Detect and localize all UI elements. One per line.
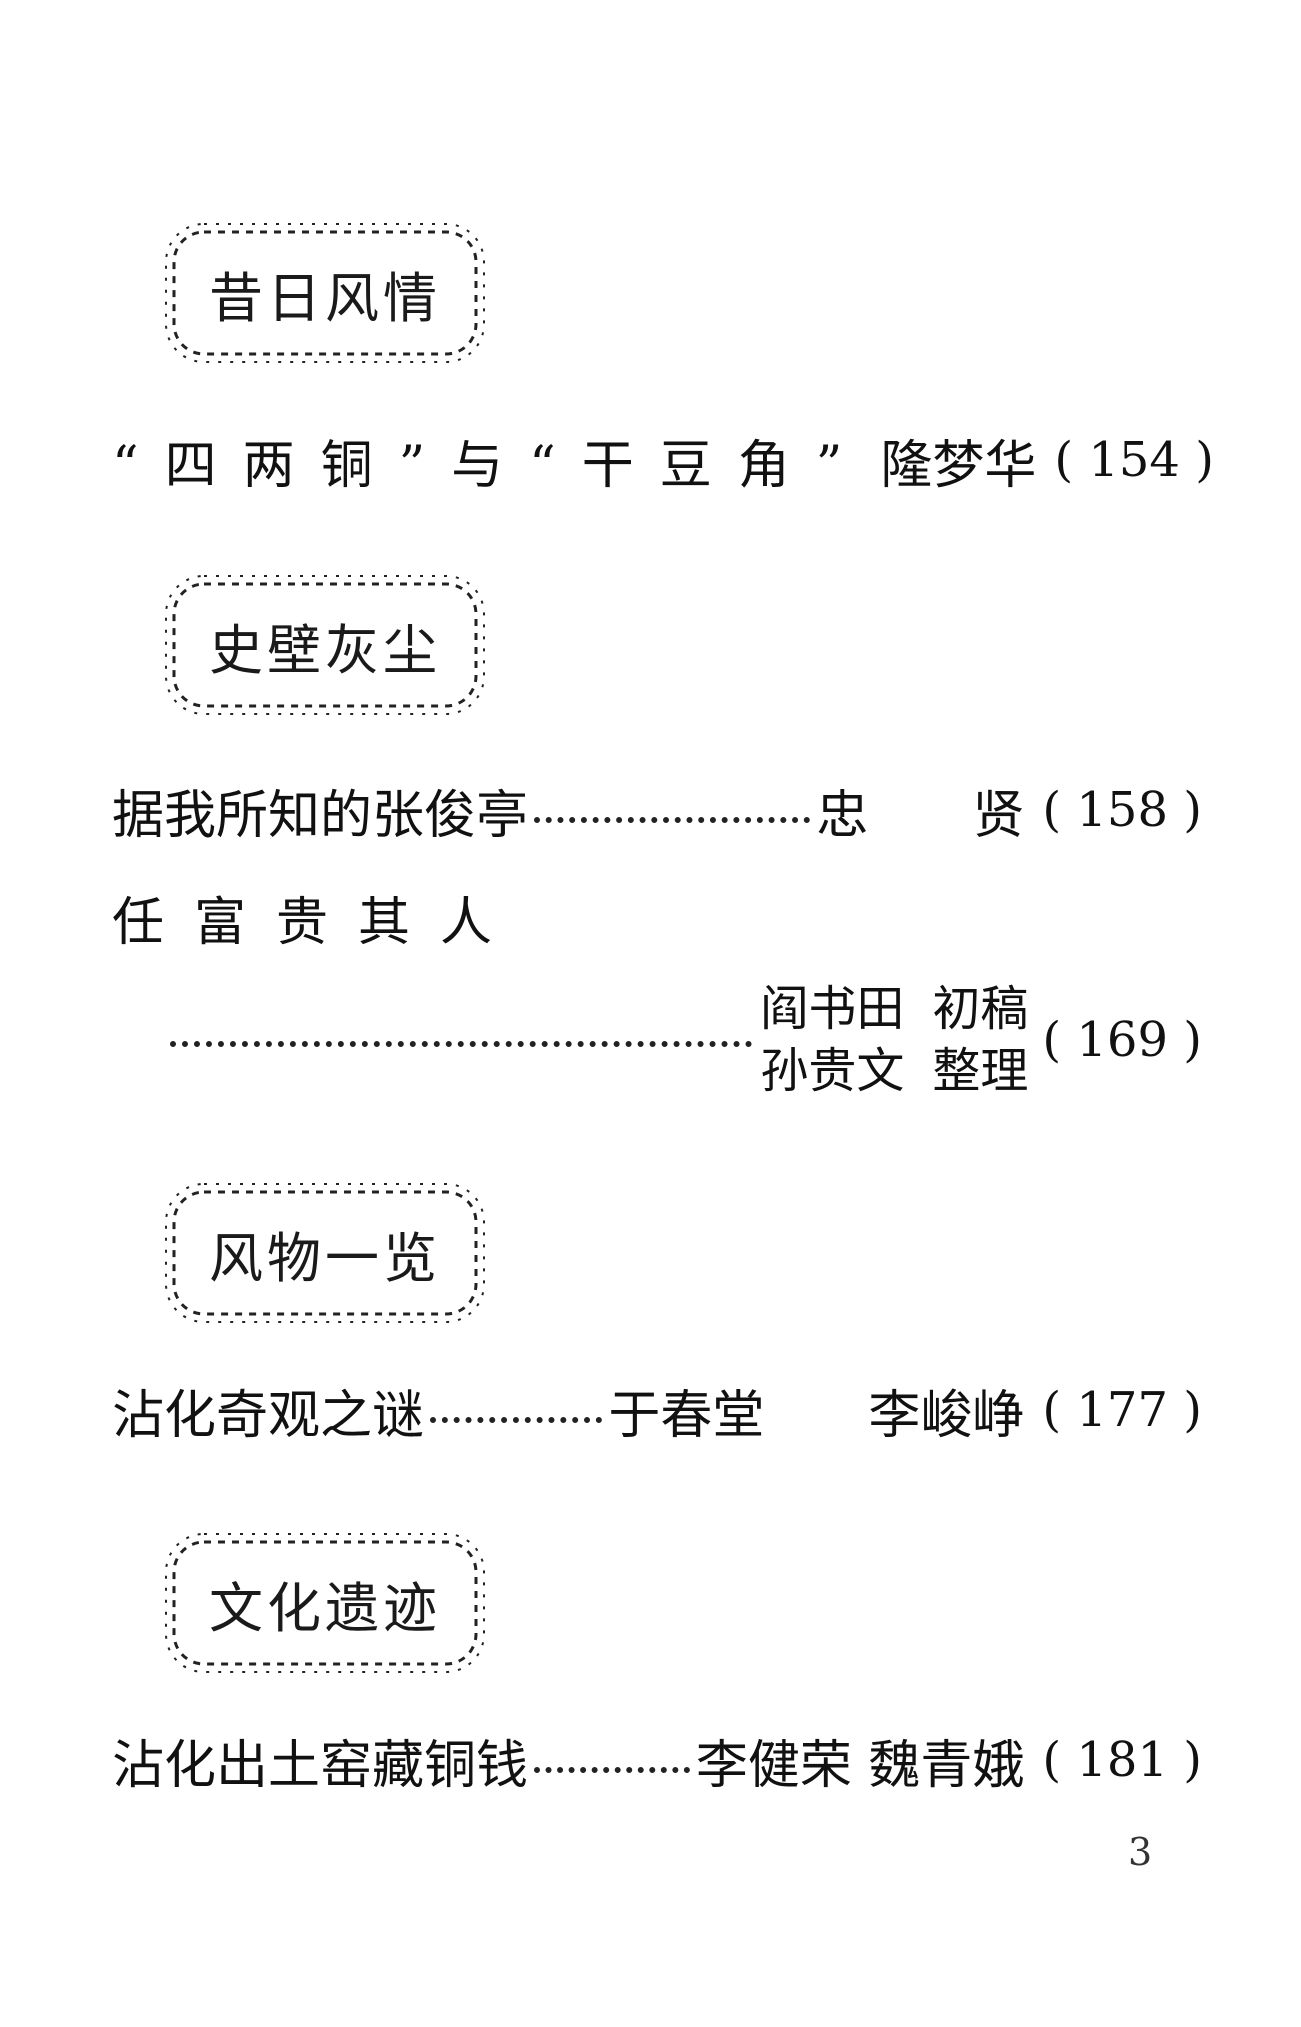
- ornamental-border: [165, 575, 485, 715]
- author-role: 初稿: [932, 981, 1029, 1037]
- entry-page: ( 158 ): [1042, 782, 1202, 838]
- toc-entry[interactable]: 阎书田 初稿 孙贵文 整理 ( 169 ): [170, 970, 1202, 1110]
- section-title: 史壁灰尘: [209, 618, 441, 682]
- section-title: 昔日风情: [209, 266, 441, 330]
- entry-title: “四两铜”与“干豆角”: [112, 435, 869, 496]
- entry-author: 于春堂 李峻峥: [608, 1385, 1025, 1446]
- author-row: 孙贵文 整理: [760, 1040, 1028, 1102]
- dot-leader: [534, 817, 811, 823]
- dot-leader: [534, 1767, 690, 1773]
- dot-leader: [170, 1041, 753, 1047]
- section-title: 风物一览: [209, 1226, 441, 1290]
- entry-author: 阎书田: [760, 981, 905, 1037]
- ornamental-border: [165, 1533, 485, 1673]
- entry-page: ( 181 ): [1042, 1732, 1202, 1788]
- section-header-box: 风物一览: [160, 1178, 490, 1328]
- toc-entry[interactable]: “四两铜”与“干豆角” 隆梦华 ( 154 ): [112, 420, 1214, 500]
- entry-page: ( 154 ): [1054, 432, 1214, 488]
- section-title: 文化遗迹: [209, 1576, 441, 1640]
- author-row: 阎书田 初稿: [760, 978, 1028, 1040]
- entry-page: ( 169 ): [1042, 1012, 1202, 1068]
- author-role: 整理: [932, 1043, 1029, 1099]
- entry-title: 沾化出土窑藏铜钱: [112, 1735, 529, 1796]
- entry-title: 沾化奇观之谜: [112, 1385, 425, 1446]
- ornamental-border: [165, 223, 485, 363]
- toc-entry[interactable]: 据我所知的张俊亭 忠 贤 ( 158 ): [112, 770, 1202, 850]
- section-header-box: 昔日风情: [160, 218, 490, 368]
- entry-title[interactable]: 任富贵其人: [112, 893, 523, 953]
- entry-author: 隆梦华: [880, 435, 1037, 496]
- section-header-box: 文化遗迹: [160, 1528, 490, 1678]
- ornamental-border: [165, 1183, 485, 1323]
- dot-leader: [430, 1417, 603, 1423]
- toc-entry[interactable]: 沾化出土窑藏铜钱 李健荣 魏青娥 ( 181 ): [112, 1720, 1202, 1800]
- entry-author: 李健荣 魏青娥: [695, 1735, 1025, 1796]
- entry-title: 据我所知的张俊亭: [112, 785, 529, 846]
- section-header-box: 史壁灰尘: [160, 570, 490, 720]
- entry-author: 孙贵文: [760, 1043, 905, 1099]
- toc-entry[interactable]: 沾化奇观之谜 于春堂 李峻峥 ( 177 ): [112, 1370, 1202, 1450]
- entry-author: 忠 贤: [816, 785, 1025, 846]
- entry-page: ( 177 ): [1042, 1382, 1202, 1438]
- entry-author-stack: 阎书田 初稿 孙贵文 整理: [760, 978, 1028, 1102]
- page-number: 3: [1128, 1830, 1153, 1874]
